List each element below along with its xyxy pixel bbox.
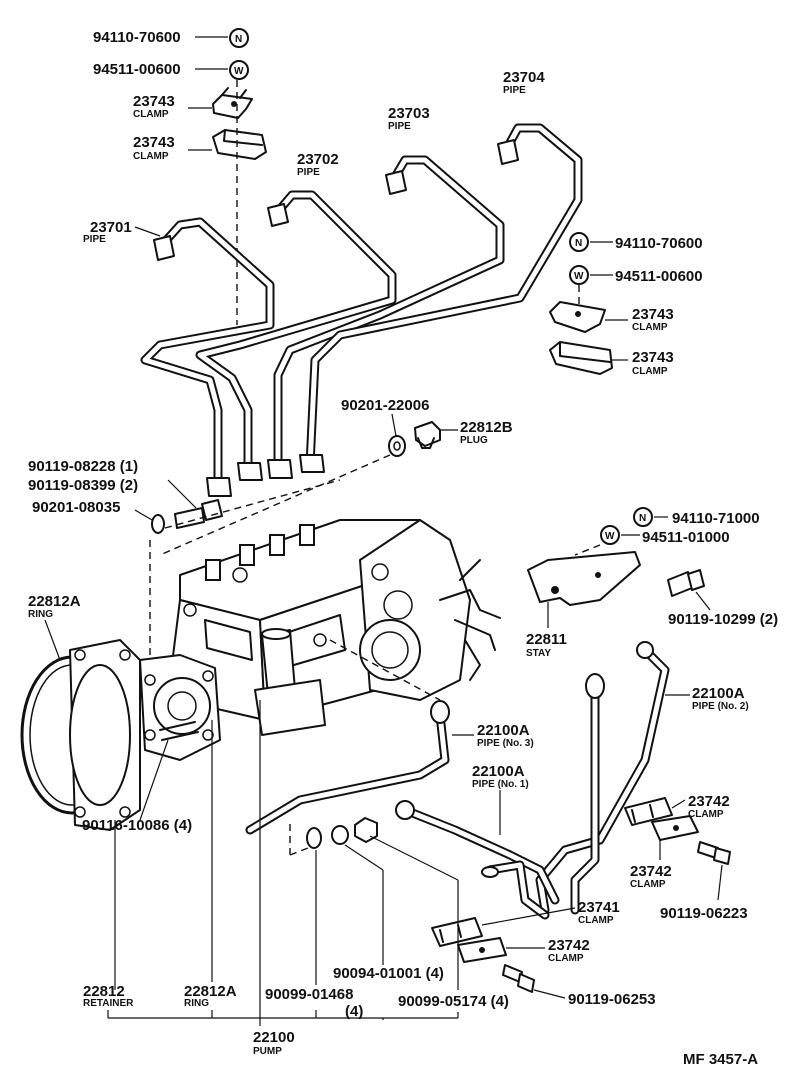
label-90099-05174: 90099-05174 (4) (398, 993, 509, 1010)
fuel-pipes (245, 641, 670, 920)
bolt-90119-10299 (667, 569, 705, 597)
label-90099-01468-qty: (4) (345, 1003, 363, 1020)
washer-icon: W (600, 525, 620, 545)
label-ring-top: RING (28, 609, 53, 620)
bolt-90119-06253 (502, 964, 535, 993)
label-22812b: 22812B (460, 419, 513, 436)
label-94511-00600-top: 94511-00600 (93, 61, 181, 78)
clamp-part-b (212, 129, 267, 160)
label-90094-01001: 90094-01001 (4) (333, 965, 444, 982)
label-pipe-23702: PIPE (297, 167, 320, 178)
label-90119-08399: 90119-08399 (2) (28, 477, 138, 494)
label-94110-71000: 94110-71000 (672, 510, 760, 527)
label-clamp-a: CLAMP (133, 109, 169, 120)
label-pipe-23701: PIPE (83, 234, 106, 245)
label-23743-d: 23743 (632, 349, 674, 366)
washer-90094-01001 (331, 825, 349, 845)
label-90119-06223: 90119-06223 (660, 905, 748, 922)
label-clamp-h: CLAMP (548, 953, 584, 964)
svg-text:W: W (574, 271, 584, 282)
label-23743-b: 23743 (133, 134, 175, 151)
label-23702: 23702 (297, 151, 339, 168)
label-pipe-no3: PIPE (No. 3) (477, 738, 534, 749)
label-clamp-g: CLAMP (578, 915, 614, 926)
label-pipe-23704: PIPE (503, 85, 526, 96)
label-90119-10299: 90119-10299 (2) (668, 611, 778, 628)
clamp-part-d (549, 341, 613, 375)
clamp-part-a (212, 87, 253, 119)
label-stay: STAY (526, 648, 551, 659)
clamp-part-c (549, 301, 606, 333)
label-clamp-d: CLAMP (632, 366, 668, 377)
label-94110-70600-right: 94110-70600 (615, 235, 703, 252)
label-clamp-f: CLAMP (630, 879, 666, 890)
retainer-22812 (69, 639, 141, 831)
label-22811: 22811 (526, 631, 567, 648)
label-pipe-23703: PIPE (388, 121, 411, 132)
label-23703: 23703 (388, 105, 430, 122)
label-22812: 22812 (83, 983, 125, 1000)
clamp-23742-c (457, 937, 507, 963)
label-22100a-pipe1: 22100A (472, 763, 525, 780)
washer-90099-01468 (306, 827, 322, 849)
label-retainer: RETAINER (83, 998, 134, 1009)
label-90201-22006: 90201-22006 (341, 397, 429, 414)
label-clamp-e: CLAMP (688, 809, 724, 820)
label-22100: 22100 (253, 1029, 295, 1046)
label-plug: PLUG (460, 435, 488, 446)
label-22812a-bottom: 22812A (184, 983, 237, 1000)
nut-90099-05174 (354, 817, 378, 843)
label-23741: 23741 (578, 899, 620, 916)
label-90099-01468: 90099-01468 (265, 986, 353, 1003)
label-90119-08228: 90119-08228 (1) (28, 458, 138, 475)
reference-code: MF 3457-A (683, 1051, 758, 1068)
label-22100a-pipe3: 22100A (477, 722, 530, 739)
nut-icon: N (229, 28, 249, 48)
label-23742-b: 23742 (630, 863, 672, 880)
label-clamp-c: CLAMP (632, 322, 668, 333)
label-23701: 23701 (90, 219, 132, 236)
label-90201-08035: 90201-08035 (32, 499, 120, 516)
label-94110-70600-top: 94110-70600 (93, 29, 181, 46)
nut-icon: N (633, 507, 653, 527)
label-23742-a: 23742 (688, 793, 730, 810)
svg-text:W: W (605, 531, 615, 542)
label-23743-c: 23743 (632, 306, 674, 323)
svg-text:N: N (639, 513, 646, 524)
bolts-90116 (159, 721, 199, 741)
label-ring-bottom: RING (184, 998, 209, 1009)
injection-pump-body (139, 519, 501, 761)
svg-text:W: W (234, 66, 244, 77)
label-pipe-no1: PIPE (No. 1) (472, 779, 529, 790)
label-22100a-pipe2: 22100A (692, 685, 745, 702)
label-90116-10086: 90116-10086 (4) (82, 817, 192, 834)
label-90119-06253: 90119-06253 (568, 991, 656, 1008)
label-22812a-ring-top: 22812A (28, 593, 81, 610)
label-23743-a: 23743 (133, 93, 175, 110)
svg-text:N: N (235, 34, 242, 45)
washer-90201-08035 (151, 514, 165, 534)
label-pipe-no2: PIPE (No. 2) (692, 701, 749, 712)
label-94511-00600-right: 94511-00600 (615, 268, 703, 285)
plug-22812b (414, 421, 441, 449)
clamp-23742-b (651, 815, 699, 841)
label-23704: 23704 (503, 69, 545, 86)
washer-icon: W (229, 60, 249, 80)
label-94511-01000: 94511-01000 (642, 529, 730, 546)
bolt-90119-06223 (697, 841, 731, 865)
label-pump: PUMP (253, 1046, 282, 1057)
stay-22811 (527, 551, 641, 606)
label-23742-c: 23742 (548, 937, 590, 954)
svg-text:N: N (575, 238, 582, 249)
nut-icon: N (569, 232, 589, 252)
injection-pipes (140, 123, 583, 497)
washer-icon: W (569, 265, 589, 285)
clamp-23742-a (624, 797, 673, 826)
gasket-90201-22006 (388, 435, 406, 457)
label-clamp-b: CLAMP (133, 151, 169, 162)
